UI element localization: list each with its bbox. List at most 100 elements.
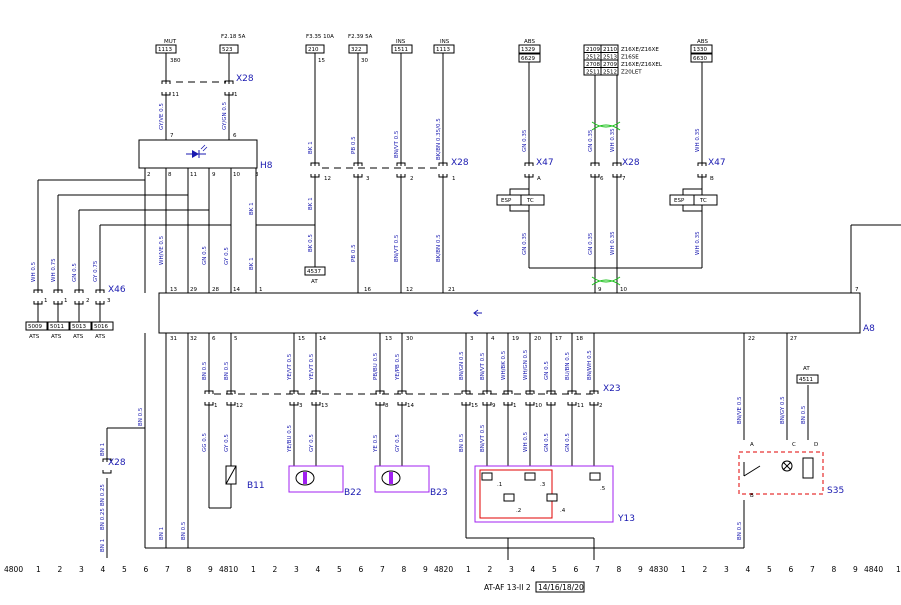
- footer: AT-AF 13-II 2 14/16/18/20: [484, 581, 585, 593]
- footer-pages: 14/16/18/20: [538, 583, 584, 592]
- b23-sensor: B23: [374, 465, 448, 498]
- pin-number: 9: [492, 403, 496, 409]
- ats-code: 5009: [28, 324, 42, 330]
- esp-label: ESP: [501, 198, 512, 204]
- ecu-symbol-icon: [473, 309, 482, 317]
- axis-minor-label: 9: [208, 565, 213, 574]
- grid-note: Z16SE: [621, 55, 639, 61]
- ref-code: 4537: [307, 269, 321, 275]
- axis-minor-label: 5: [122, 565, 127, 574]
- esp-tc-right: ESP TC: [669, 188, 718, 212]
- component-label: S35: [827, 486, 844, 496]
- wire-label: GN 0.5: [544, 433, 550, 452]
- pin-number: 7: [855, 287, 859, 293]
- pin-number: 5: [234, 336, 238, 342]
- x47-right-connector: B X47: [697, 158, 726, 182]
- pin-number: A: [537, 176, 541, 182]
- axis-minor-label: 1: [251, 565, 256, 574]
- pin-number: 1: [259, 287, 263, 293]
- ref-code-2: 6629: [521, 56, 535, 62]
- top-ref-abs-right: ABS 1330 6630: [690, 39, 713, 63]
- pin-number: 13: [321, 403, 328, 409]
- axis-minor-label: 3: [294, 565, 299, 574]
- component-label: A8: [863, 324, 875, 334]
- x47-left-connector: A X47: [524, 158, 554, 182]
- wire-label: YE/VT 0.5: [309, 353, 315, 381]
- wire-label: WH 0.35: [610, 128, 616, 152]
- ref-heading: INS: [396, 39, 406, 45]
- solenoid-label: .2: [516, 508, 521, 514]
- connector-label: X28: [236, 74, 254, 84]
- axis-minor-label: 3: [79, 565, 84, 574]
- axis-minor-label: 5: [552, 565, 557, 574]
- wire-label: WH 0.75: [51, 258, 57, 282]
- wire-label: GN 0.5: [72, 263, 78, 282]
- pin-number: 16: [364, 287, 371, 293]
- y13-solenoid-block: .1 .2 .3 .4 .5 Y13: [474, 465, 635, 524]
- pin-number: 14: [407, 403, 414, 409]
- wire-label: GN 0.35: [522, 129, 528, 152]
- ref-heading: MUT: [164, 39, 177, 45]
- pin-number: 8: [168, 172, 172, 178]
- a8-module: A8 13 29 28 14 1 16 12 21 9 10 7 31 32 6…: [158, 287, 875, 342]
- wire-label: GN 0.35: [522, 232, 528, 255]
- axis-major-label: 4820: [434, 565, 453, 574]
- ref-box: [518, 44, 541, 54]
- top-wire-labels: GY/VE 0.5 GY/GN 0.5 BK 1 BK 1 BK 0.5 PB …: [159, 101, 701, 262]
- axis-minor-label: 7: [380, 565, 385, 574]
- axis-minor-label: 1: [36, 565, 41, 574]
- axis-minor-label: 4: [746, 565, 751, 574]
- wire-label: WH/BK 0.5: [501, 350, 507, 380]
- ats-label: ATS: [95, 334, 106, 340]
- x28-abs-connector: 6 7 X28: [590, 158, 640, 182]
- ref-heading: ABS: [697, 39, 708, 45]
- wire-label: BK 1: [249, 202, 255, 215]
- pin-number: 2: [147, 172, 151, 178]
- wire-label: BN 1: [159, 527, 165, 540]
- ref-heading: F3.35 10A: [306, 34, 334, 40]
- wire-label: BN/VT 0.5: [394, 234, 400, 262]
- wire-label: BN 0.5: [801, 405, 807, 424]
- pin-number: 22: [748, 336, 755, 342]
- axis-minor-label: 2: [273, 565, 278, 574]
- s35-switch: A C D B S35 AT 4511: [738, 366, 844, 499]
- axis-minor-label: 2: [703, 565, 708, 574]
- connector-label: X28: [622, 158, 640, 168]
- wire-label: GN 0.35: [588, 232, 594, 255]
- lower-wires: [106, 333, 809, 560]
- axis-minor-label: 4: [531, 565, 536, 574]
- wire-label: BN 0.5: [138, 407, 144, 426]
- wire-label: PB/BU 0.5: [373, 352, 379, 380]
- pin-number: 15: [471, 403, 478, 409]
- pin-number: 32: [190, 336, 197, 342]
- wire-label: BN 0.25: [100, 484, 106, 506]
- top-ref-210: F3.35 10A 210 15: [305, 34, 334, 64]
- pin-number: 8: [385, 403, 389, 409]
- top-ref-1113b: INS 1113: [433, 39, 455, 54]
- wire-label: BN 0.5: [459, 433, 465, 452]
- wire-label: WH/GN 0.5: [523, 349, 529, 380]
- pin-number: 4: [491, 336, 495, 342]
- pin-number: 2: [410, 176, 414, 182]
- axis-minor-label: 8: [832, 565, 837, 574]
- x28-mid-connector: 12 3 2 1 X28: [310, 158, 469, 182]
- pin-number: 1: [513, 403, 517, 409]
- ref-heading: INS: [440, 39, 450, 45]
- grid-cell: 2511: [586, 70, 600, 76]
- pin-number: 11: [172, 92, 179, 98]
- top-ref-322: F2.39 5A 322 30: [348, 34, 373, 64]
- ref-label: AT: [311, 279, 318, 285]
- wire-label: GY 0.5: [224, 434, 230, 452]
- pin-number: 12: [236, 403, 243, 409]
- axis-major-label: 4800: [4, 565, 23, 574]
- pin-number: B: [710, 176, 714, 182]
- ref-code: 1329: [521, 47, 535, 53]
- pin-number: 3: [299, 403, 303, 409]
- solenoid-label: .3: [540, 482, 546, 488]
- ref-box: [391, 44, 413, 54]
- pin-number: 1: [234, 92, 238, 98]
- wire-label: BN/VT 0.5: [394, 130, 400, 158]
- grid-cell: 2512: [586, 55, 600, 61]
- ats-code: 5013: [72, 324, 86, 330]
